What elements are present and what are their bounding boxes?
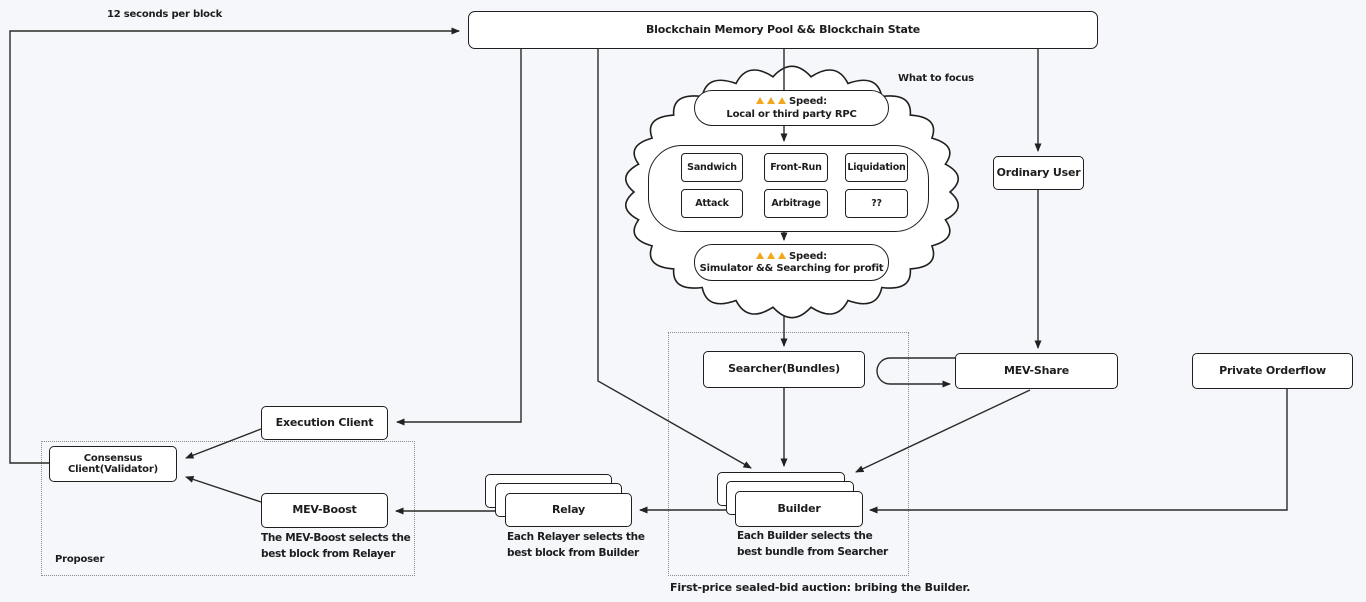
node-mempool: Blockchain Memory Pool && Blockchain Sta… xyxy=(468,11,1098,49)
rpc-speed-title: Speed: xyxy=(789,96,827,107)
node-builder: Builder xyxy=(735,491,863,527)
node-searcher: Searcher(Bundles) xyxy=(703,351,865,388)
mev-boost-note: The MEV-Boost selects the best block fro… xyxy=(261,532,411,560)
strategy-attack: Attack xyxy=(681,189,743,218)
edge-consensus-to-mempool xyxy=(9,27,460,464)
simulator-speed-subtitle: Simulator && Searching for profit xyxy=(699,263,884,274)
node-relay: Relay xyxy=(505,493,632,527)
node-mev-boost: MEV-Boost xyxy=(261,493,388,528)
simulator-speed-title-row: Speed: xyxy=(756,251,827,263)
edge-mevshare-loop xyxy=(876,357,955,388)
warning-icon xyxy=(767,97,776,105)
edge-orderflow-to-builder xyxy=(869,389,1288,514)
rpc-speed-title-row: Speed: xyxy=(756,96,827,108)
node-ordinary-user: Ordinary User xyxy=(993,156,1084,190)
edge-mevboost-to-consensus xyxy=(185,476,262,503)
strategy-unknown: ?? xyxy=(845,189,908,218)
builder-note: Each Builder selects the best bundle fro… xyxy=(737,530,888,558)
warning-icon xyxy=(756,97,765,105)
warning-icon xyxy=(778,97,787,105)
edge-execution-to-consensus xyxy=(185,428,262,459)
auction-note: First-price sealed-bid auction: bribing … xyxy=(670,581,971,594)
strategy-front-run: Front-Run xyxy=(764,153,828,182)
node-private-orderflow: Private Orderflow xyxy=(1192,353,1353,389)
strategy-liquidation: Liquidation xyxy=(845,153,908,182)
rpc-speed-subtitle: Local or third party RPC xyxy=(726,108,857,120)
warning-icon xyxy=(767,251,776,259)
simulator-speed-pill: Speed: Simulator && Searching for profit xyxy=(694,244,889,281)
node-execution-client: Execution Client xyxy=(261,406,388,440)
edge-mempool-to-execution xyxy=(396,49,522,426)
warning-icon xyxy=(778,251,787,259)
strategy-arbitrage: Arbitrage xyxy=(764,189,828,218)
simulator-speed-title: Speed: xyxy=(789,250,827,262)
node-mempool-label: Blockchain Memory Pool && Blockchain Sta… xyxy=(645,22,921,36)
rpc-speed-pill: Speed: Local or third party RPC xyxy=(694,90,889,126)
node-mev-share: MEV-Share xyxy=(955,353,1118,389)
warning-icon xyxy=(756,251,765,259)
auction-group-frame xyxy=(668,332,909,576)
what-to-focus-label: What to focus xyxy=(898,73,974,84)
relay-note: Each Relayer selects the best block from… xyxy=(507,531,645,559)
proposer-label: Proposer xyxy=(55,554,105,565)
strategy-sandwich: Sandwich xyxy=(681,153,743,182)
block-time-label: 12 seconds per block xyxy=(107,9,223,20)
edge-mevshare-to-builder xyxy=(855,389,1031,473)
node-consensus-client: Consensus Client(Validator) xyxy=(49,446,177,482)
edge-mempool-to-builder xyxy=(597,49,752,469)
